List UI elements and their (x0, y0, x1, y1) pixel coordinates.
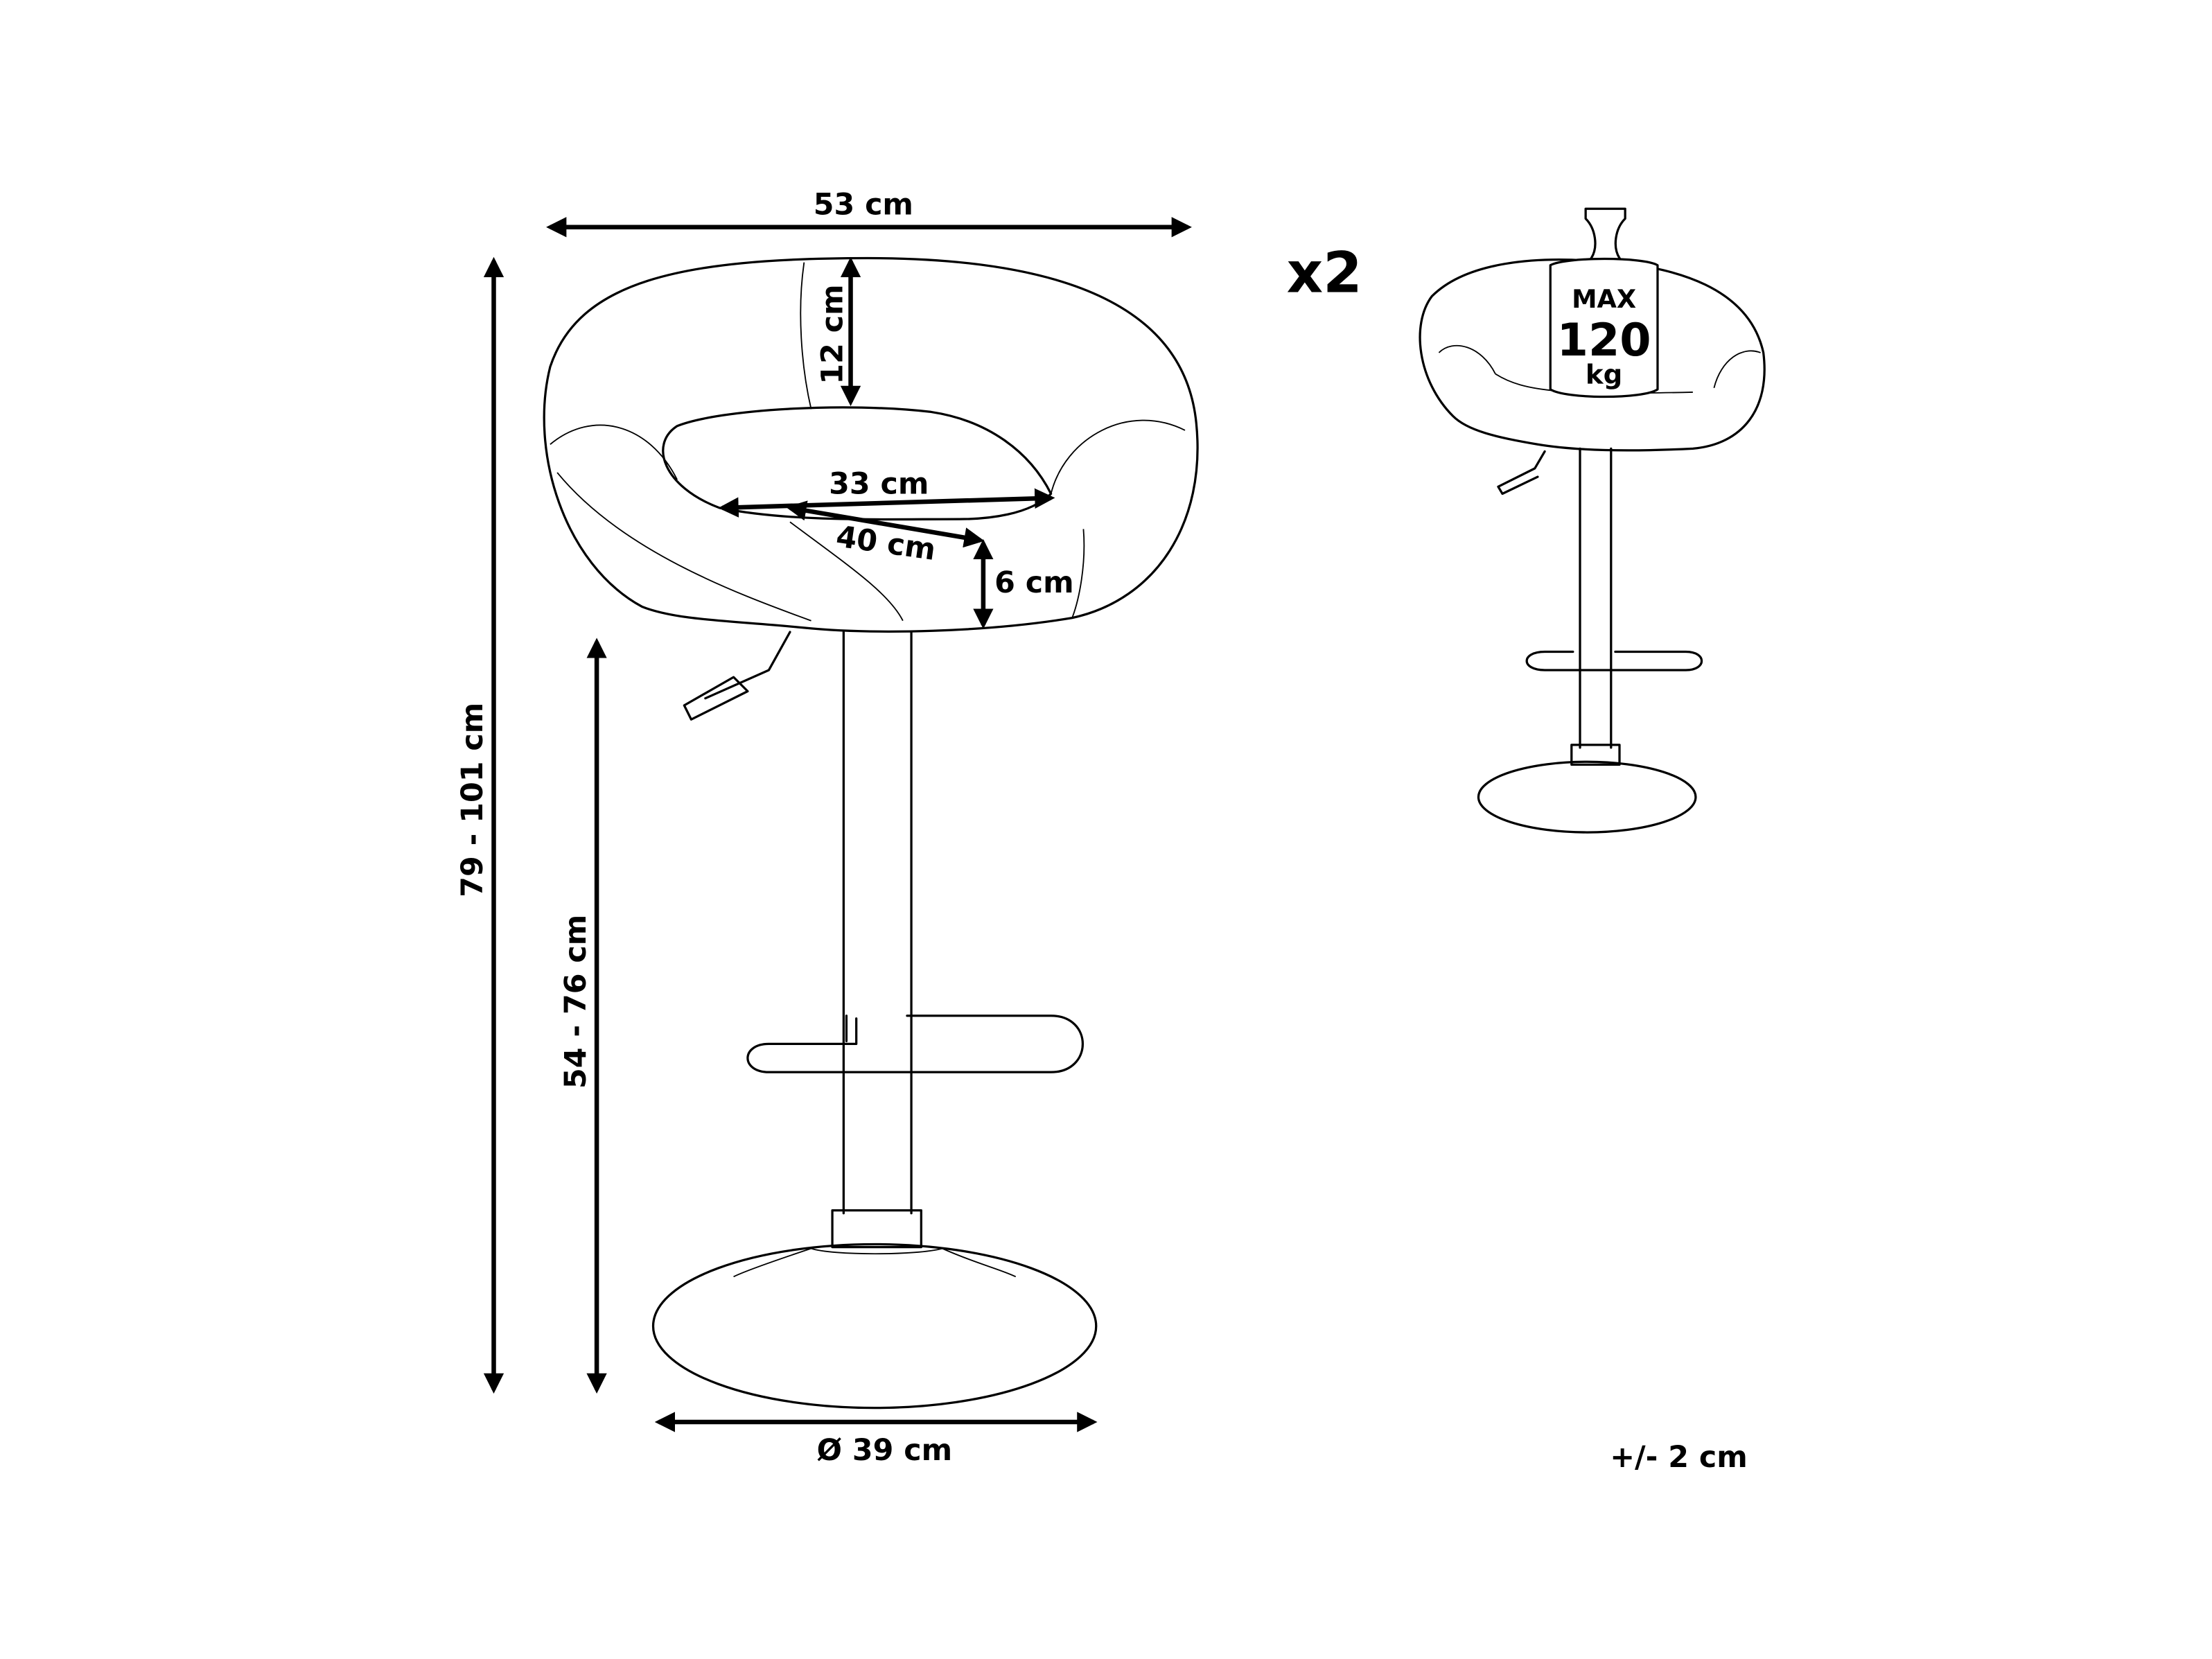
base-diameter-label: Ø 39 cm (817, 1433, 953, 1468)
lever (683, 631, 791, 721)
tolerance-label: +/- 2 cm (1610, 1440, 1748, 1475)
quantity-label: x2 (1287, 240, 1362, 306)
main-stool-drawing (543, 256, 1199, 1410)
seat-width-label: 33 cm (829, 467, 929, 502)
gas-column (842, 631, 913, 1215)
max-label: MAX (1572, 284, 1636, 314)
max-load-value: 120 (1557, 315, 1651, 367)
dimension-lines (483, 217, 1192, 1432)
footrest (746, 1015, 1084, 1073)
base-disc (651, 1243, 1098, 1410)
width-label: 53 cm (814, 187, 913, 222)
seat-height-label: 54 - 76 cm (559, 915, 593, 1089)
seat-depth-label: 40 cm (834, 519, 938, 568)
seat-shell (543, 256, 1199, 633)
weight-icon: MAX 120 kg (1549, 207, 1659, 398)
seat-thickness-label: 6 cm (994, 565, 1074, 600)
small-stool-drawing: MAX 120 kg (1419, 207, 1766, 834)
backrest-height-label: 12 cm (815, 284, 850, 384)
column-collar (831, 1209, 922, 1249)
total-height-label: 79 - 101 cm (455, 703, 490, 897)
max-load-unit: kg (1586, 360, 1622, 391)
